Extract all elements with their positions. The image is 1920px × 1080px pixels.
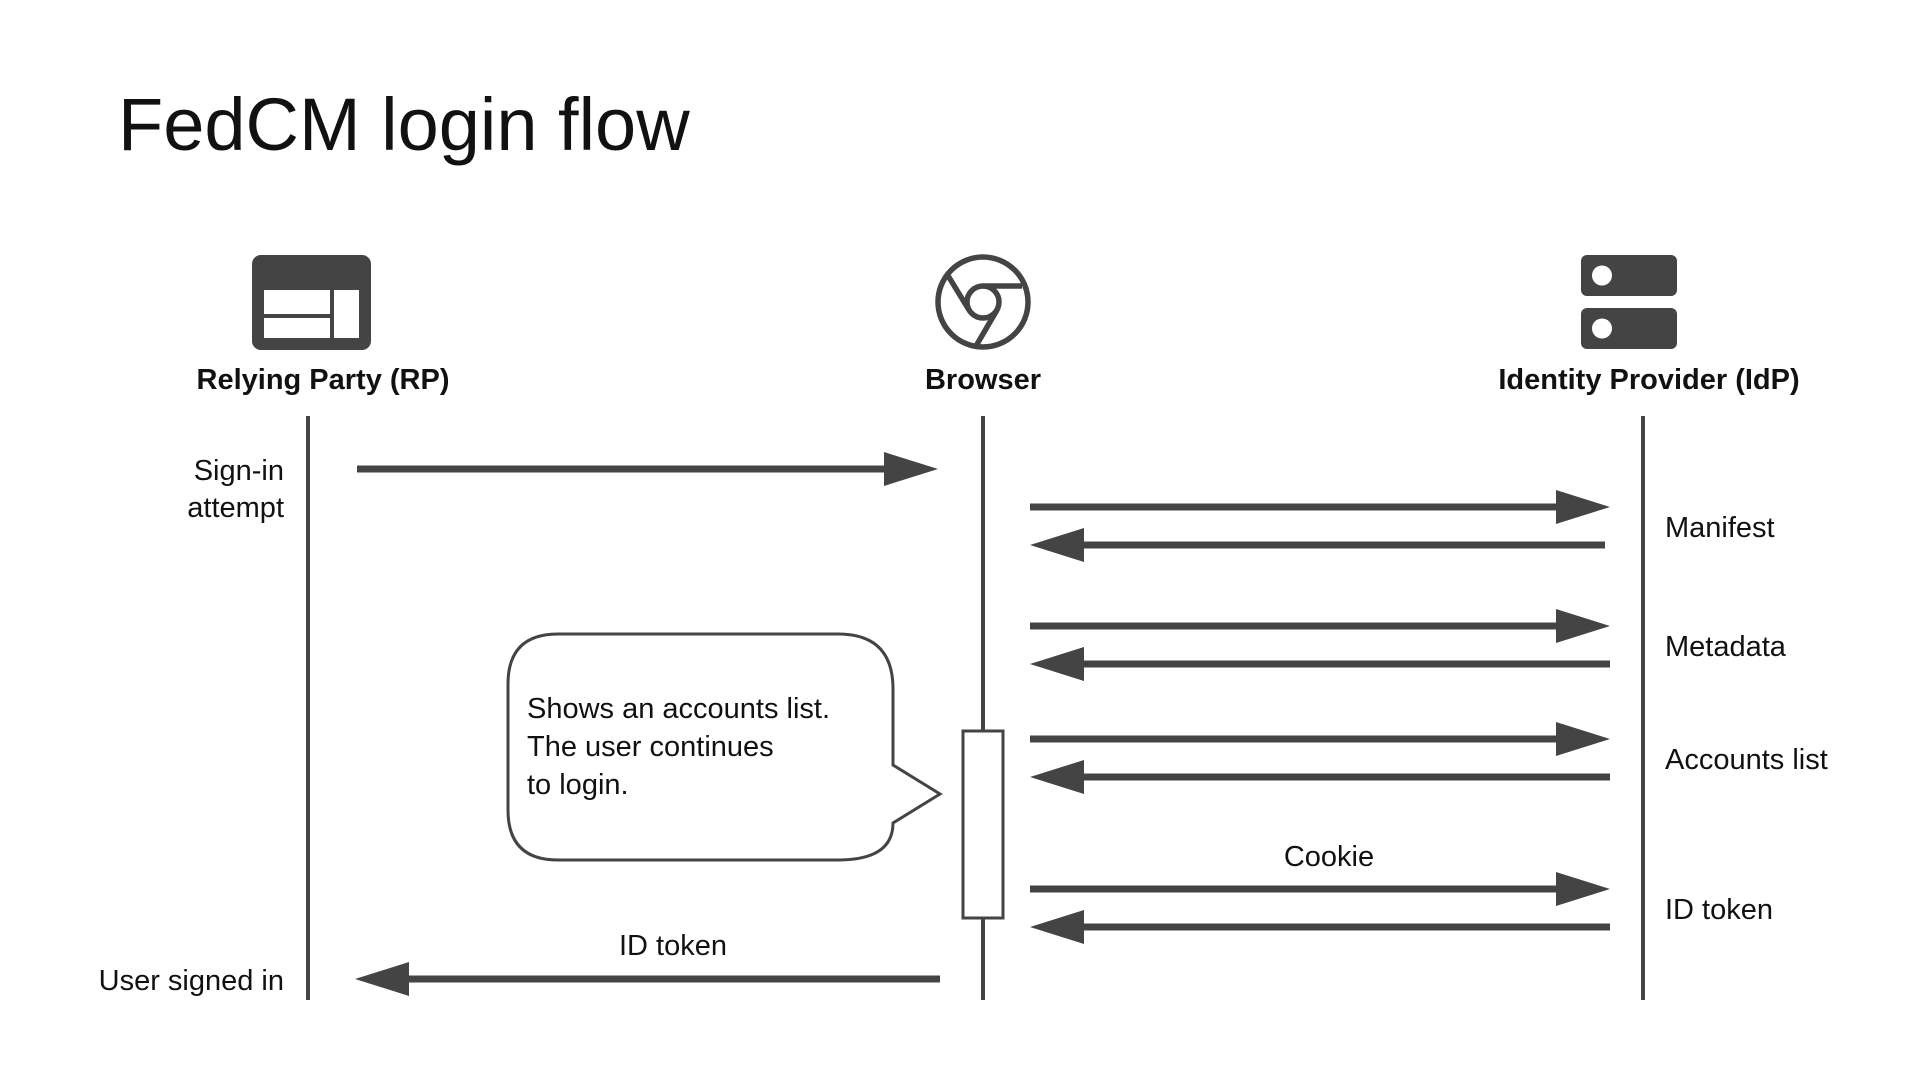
note-metadata: Metadata (1665, 631, 1787, 663)
bubble-text-line3: to login. (527, 769, 629, 801)
arrow-accounts-request (1030, 722, 1610, 756)
arrow-signin-attempt (357, 452, 938, 486)
server-icon (1581, 255, 1677, 349)
browser-activation-bar (961, 729, 1005, 920)
note-signin-line1: Sign-in (194, 455, 284, 487)
note-user-signed-in: User signed in (99, 965, 284, 997)
note-accounts-list: Accounts list (1665, 744, 1828, 776)
label-id-token-return: ID token (619, 930, 727, 962)
speech-bubble (506, 632, 943, 862)
note-id-token: ID token (1665, 894, 1773, 926)
chrome-logo-icon (935, 254, 1031, 350)
bubble-text-line1: Shows an accounts list. (527, 693, 830, 725)
arrow-manifest-request (1030, 490, 1610, 524)
arrow-idtoken-request (1030, 872, 1610, 906)
arrow-idtoken-return (355, 962, 940, 996)
arrow-idtoken-response (1030, 910, 1610, 944)
actor-label-browser: Browser (925, 364, 1041, 396)
arrow-accounts-response (1030, 760, 1610, 794)
page-title: FedCM login flow (118, 83, 690, 166)
browser-window-icon (252, 255, 371, 350)
arrow-metadata-response (1030, 647, 1610, 681)
actor-label-idp: Identity Provider (IdP) (1498, 364, 1799, 396)
label-cookie: Cookie (1284, 841, 1374, 873)
bubble-text-line2: The user continues (527, 731, 774, 763)
arrow-metadata-request (1030, 609, 1610, 643)
note-signin-line2: attempt (187, 492, 284, 524)
actor-label-rp: Relying Party (RP) (197, 364, 450, 396)
note-manifest: Manifest (1665, 512, 1775, 544)
arrow-manifest-response (1030, 528, 1605, 562)
